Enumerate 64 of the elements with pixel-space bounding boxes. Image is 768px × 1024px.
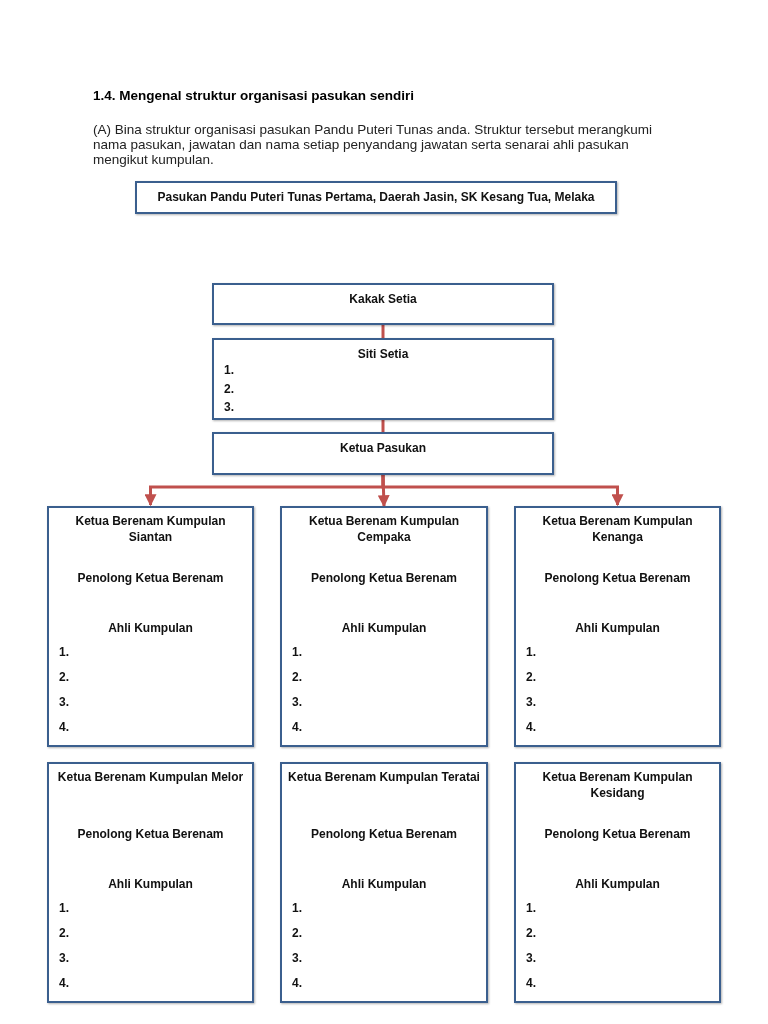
- list-number: 1.: [59, 644, 69, 660]
- position-title: Penolong Ketua Berenam: [76, 570, 225, 586]
- position-title: Ketua Berenam Kumpulan Melor: [56, 769, 245, 785]
- position-title: Kakak Setia: [348, 291, 418, 307]
- list-number: 2.: [526, 925, 536, 941]
- position-title: Ahli Kumpulan: [340, 876, 428, 892]
- list-number: 1.: [526, 900, 536, 916]
- group-box: [47, 506, 254, 747]
- instruction-text: (A) Bina struktur organisasi pasukan Pandu Puteri Tunas anda. Struktur tersebut merangkumi nama pasukan, jawatan dan nama setiap penyandang jawatan serta senarai ahli pasukan mengikut kumpulan.: [93, 122, 654, 167]
- position-title: Ahli Kumpulan: [340, 620, 428, 636]
- connector-line: [381, 325, 385, 338]
- list-number: 3.: [59, 950, 69, 966]
- position-title: Ahli Kumpulan: [107, 876, 194, 892]
- group-box: [47, 762, 254, 1003]
- list-number: 1.: [526, 644, 536, 660]
- position-title: Penolong Ketua Berenam: [543, 570, 692, 586]
- position-title: Ketua Berenam Kumpulan Teratai: [287, 769, 481, 785]
- position-title: Ahli Kumpulan: [574, 620, 661, 636]
- position-title: Ketua Berenam Kumpulan Siantan: [74, 513, 227, 545]
- list-number: 3.: [224, 399, 234, 415]
- position-box: [135, 181, 617, 214]
- list-number: 2.: [59, 925, 69, 941]
- list-number: 3.: [292, 694, 302, 710]
- position-box: [212, 283, 554, 325]
- position-title: Ahli Kumpulan: [574, 876, 661, 892]
- group-box: [280, 506, 488, 747]
- list-number: 2.: [292, 925, 302, 941]
- list-number: 3.: [59, 694, 69, 710]
- position-title: Siti Setia: [356, 346, 410, 362]
- position-title: Ahli Kumpulan: [107, 620, 194, 636]
- list-number: 2.: [59, 669, 69, 685]
- arrow: [381, 475, 624, 507]
- heading: 1.4. Mengenal struktur organisasi pasukan sendiri: [93, 88, 415, 103]
- list-number: 1.: [292, 900, 302, 916]
- list-number: 2.: [224, 380, 234, 397]
- connector-line: [381, 420, 385, 432]
- position-title: Ketua Berenam Kumpulan Kesidang: [541, 769, 694, 801]
- position-title: Penolong Ketua Berenam: [543, 826, 692, 842]
- position-box: [212, 338, 554, 420]
- position-title: Ketua Berenam Kumpulan Cempaka: [308, 513, 460, 545]
- list-number: 1.: [224, 362, 234, 378]
- list-number: 4.: [292, 975, 302, 991]
- list-number: 2.: [526, 669, 536, 685]
- list-number: 4.: [59, 975, 69, 991]
- list-number: 4.: [59, 719, 69, 735]
- list-number: 2.: [292, 669, 302, 685]
- position-title: Ketua Pasukan: [338, 440, 427, 456]
- list-number: 4.: [292, 719, 302, 735]
- position-title: Penolong Ketua Berenam: [310, 570, 458, 586]
- list-number: 4.: [526, 719, 536, 735]
- position-title: Penolong Ketua Berenam: [310, 826, 458, 842]
- group-box: [514, 506, 721, 747]
- position-title: Pasukan Pandu Puteri Tunas Pertama, Daerah Jasin, SK Kesang Tua, Melaka: [156, 189, 596, 205]
- list-number: 4.: [526, 975, 536, 991]
- list-number: 3.: [526, 694, 536, 710]
- position-box: [212, 432, 554, 475]
- list-number: 3.: [526, 950, 536, 966]
- position-title: Ketua Berenam Kumpulan Kenanga: [541, 513, 694, 545]
- group-box: [280, 762, 488, 1003]
- list-number: 3.: [292, 950, 302, 966]
- list-number: 1.: [292, 644, 302, 660]
- group-box: [514, 762, 721, 1003]
- list-number: 1.: [59, 900, 69, 916]
- position-title: Penolong Ketua Berenam: [76, 826, 225, 842]
